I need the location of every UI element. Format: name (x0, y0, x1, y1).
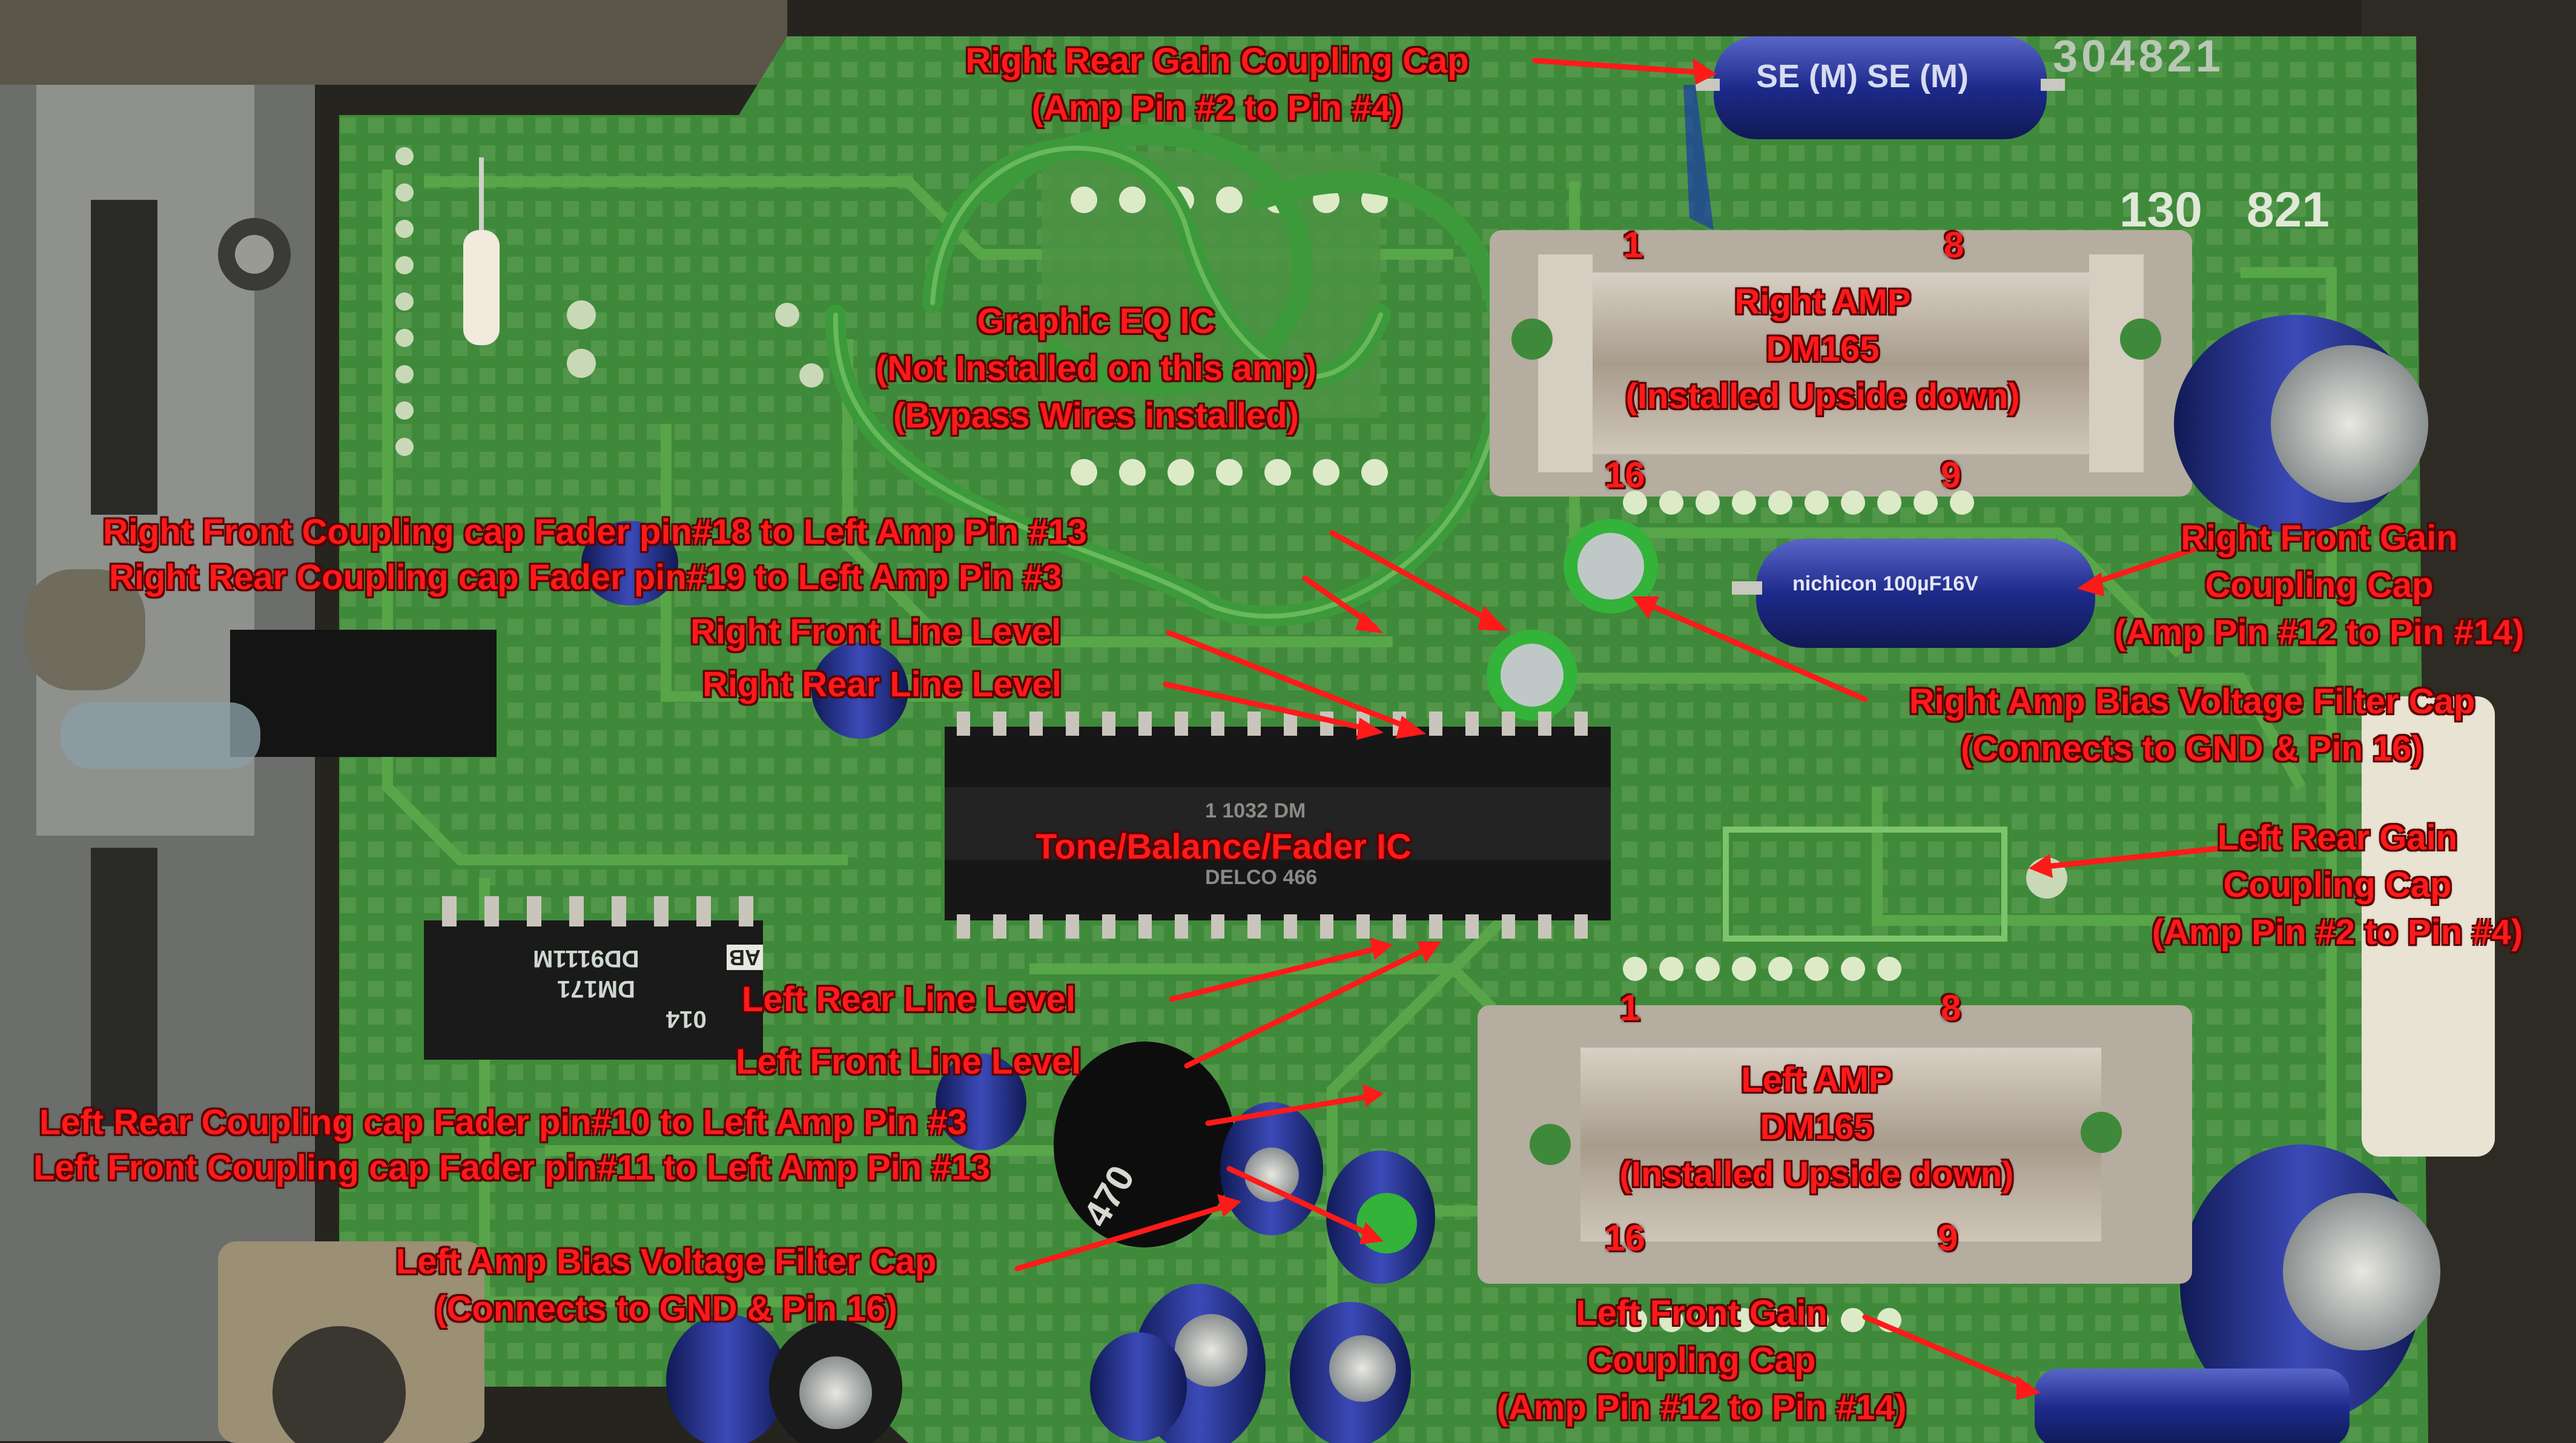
label-rf-coupling-cap-fader: Right Front Coupling cap Fader pin#18 to… (103, 512, 1088, 552)
label-line: Right Amp Bias Voltage Filter Cap (1909, 682, 2475, 721)
label-left-front-gain-cap: Left Front Gain Coupling Cap (Amp Pin #1… (1441, 1290, 1962, 1431)
board-code-right-1: 130 (2119, 182, 2202, 237)
left-amp-pin-16: 16 (1605, 1218, 1645, 1258)
label-left-amp-bias-cap: Left Amp Bias Voltage Filter Cap (Connec… (321, 1238, 1011, 1333)
label-line: Coupling Cap (1587, 1341, 1816, 1380)
label-line: (Amp Pin #2 to Pin #4) (2152, 913, 2523, 952)
label-line: DM165 (1766, 329, 1880, 369)
cap-top-marking: SE (M) SE (M) (1756, 58, 1969, 94)
tone-ic-marking-2: DELCO 466 (1205, 866, 1318, 889)
label-line: (Amp Pin #2 to Pin #4) (1031, 88, 1403, 128)
label-right-amp-bias-cap: Right Amp Bias Voltage Filter Cap (Conne… (1841, 678, 2543, 773)
label-line: (Amp Pin #12 to Pin #14) (2114, 613, 2525, 652)
label-line: Right Rear Gain Coupling Cap (965, 41, 1469, 81)
label-right-amp: Right AMP DM165 (Installed Upside down) (1550, 279, 2095, 420)
label-rr-coupling-cap-fader: Right Rear Coupling cap Fader pin#19 to … (109, 558, 1062, 597)
label-left-amp: Left AMP DM165 (Installed Upside down) (1544, 1057, 2089, 1198)
small-ic-marking-2: DM171 (557, 976, 635, 1002)
small-ic-marking-3: 014 (666, 1006, 707, 1032)
cap-rf-marking: nichicon 100µF16V (1792, 572, 1978, 595)
label-line: (Not Installed on this amp) (875, 349, 1317, 388)
left-amp-pin-1: 1 (1620, 988, 1640, 1028)
board-code-top: 304821 (2053, 31, 2224, 81)
label-line: Graphic EQ IC (977, 302, 1215, 341)
label-line: (Installed Upside down) (1619, 1155, 2014, 1194)
label-line: (Amp Pin #12 to Pin #14) (1496, 1388, 1907, 1427)
right-amp-pin-16: 16 (1605, 455, 1645, 495)
label-line: Left AMP (1741, 1060, 1892, 1100)
label-line: (Bypass Wires installed) (893, 396, 1299, 435)
label-left-rear-line-level: Left Rear Line Level (742, 980, 1076, 1019)
label-left-rear-gain-cap: Left Rear Gain Coupling Cap (Amp Pin #2 … (2095, 814, 2576, 956)
label-rf-line-level: Right Front Line Level (690, 612, 1062, 652)
label-line: DM165 (1760, 1108, 1874, 1147)
label-lr-coupling-cap-fader: Left Rear Coupling cap Fader pin#10 to L… (39, 1103, 967, 1142)
label-line: Left Rear Gain (2217, 818, 2458, 857)
label-line: (Connects to GND & Pin 16) (1961, 729, 2423, 768)
label-line: Right AMP (1734, 282, 1911, 322)
small-ic-marking-4: AB (727, 945, 763, 970)
small-ic-marking-1: DD9111M (533, 945, 639, 972)
label-line: Left Amp Bias Voltage Filter Cap (395, 1242, 937, 1281)
board-code-right-2: 821 (2247, 182, 2330, 237)
label-line: Coupling Cap (2223, 865, 2452, 905)
label-left-front-line-level: Left Front Line Level (736, 1042, 1082, 1081)
tone-ic-marking-1: 1 1032 DM (1205, 799, 1306, 822)
label-line: Left Front Gain (1576, 1293, 1828, 1333)
left-amp-pin-9: 9 (1938, 1218, 1958, 1258)
right-amp-pin-9: 9 (1941, 455, 1961, 495)
right-amp-pin-1: 1 (1623, 225, 1643, 265)
label-right-front-gain-cap: Right Front Gain Coupling Cap (Amp Pin #… (2071, 515, 2568, 656)
label-tone-balance-fader-ic: Tone/Balance/Fader IC (1035, 827, 1412, 867)
label-line: (Installed Upside down) (1625, 377, 2020, 416)
left-amp-pin-8: 8 (1941, 988, 1961, 1028)
right-amp-pin-8: 8 (1944, 225, 1964, 265)
label-line: (Connects to GND & Pin 16) (435, 1289, 897, 1329)
label-line: Coupling Cap (2205, 566, 2434, 605)
label-rr-line-level: Right Rear Line Level (702, 665, 1062, 704)
label-line: Right Front Gain (2181, 518, 2458, 558)
label-lf-coupling-cap-fader: Left Front Coupling cap Fader pin#11 to … (33, 1148, 991, 1187)
label-right-rear-gain-cap: Right Rear Gain Coupling Cap (Amp Pin #2… (902, 38, 1532, 132)
label-graphic-eq-ic: Graphic EQ IC (Not Installed on this amp… (811, 298, 1381, 440)
